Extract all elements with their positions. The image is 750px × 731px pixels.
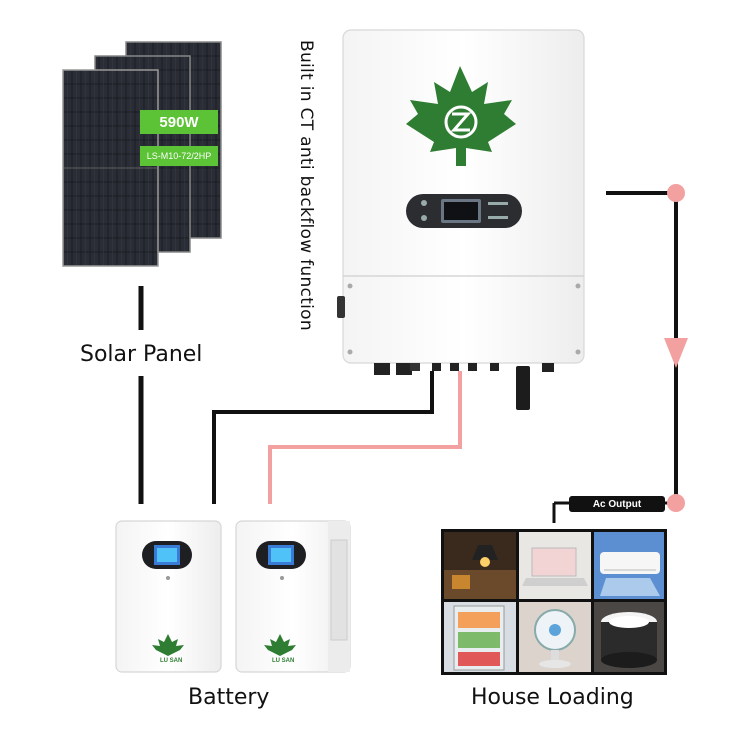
panel-wattage-badge: 590W	[140, 110, 218, 134]
solar-panel-stack	[62, 41, 222, 267]
house-loading-label: House Loading	[471, 685, 634, 710]
panel-model-badge: LS-M10-72/2HP	[140, 146, 218, 166]
solar-panel-label: Solar Panel	[80, 342, 203, 367]
air-conditioner-image	[594, 532, 664, 599]
battery-wire-positive	[268, 371, 462, 504]
battery-label: Battery	[188, 685, 270, 710]
rice-cooker-image	[594, 602, 664, 672]
inverter-feature-label: Built in CT anti backflow function	[296, 40, 316, 331]
refrigerator-image	[444, 602, 516, 672]
fan-image	[519, 602, 591, 672]
inverter-display	[406, 194, 522, 228]
battery-unit-2	[235, 520, 351, 673]
junction-bottom	[667, 494, 685, 512]
junction-top	[667, 184, 685, 202]
brand-leaf-icon	[152, 634, 184, 656]
wiring	[137, 184, 688, 523]
laptop-image	[519, 532, 591, 599]
flow-arrow-icon	[664, 338, 688, 368]
maple-leaf-logo	[406, 66, 516, 166]
battery-brand-2: LU SAN	[272, 658, 295, 664]
battery-unit-1	[115, 520, 222, 673]
battery-brand-1: LU SAN	[160, 658, 183, 664]
hybrid-inverter	[337, 29, 585, 410]
ac-output-tag: Ac Output	[569, 496, 665, 512]
inverter-connectors	[374, 363, 554, 410]
lamp-image	[444, 532, 516, 599]
battery-wire-negative	[212, 371, 434, 504]
house-loading-grid	[441, 529, 667, 675]
brand-leaf-icon	[264, 634, 296, 656]
